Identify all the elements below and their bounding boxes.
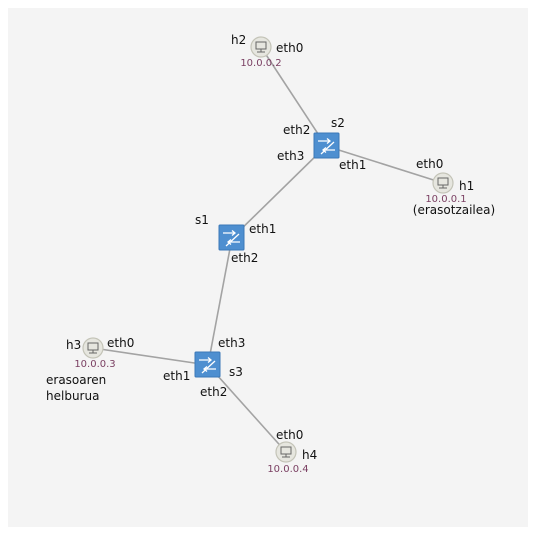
port-label: eth1 (163, 369, 190, 383)
port-label: eth0 (276, 428, 303, 442)
host-ip-h3: 10.0.0.3 (74, 359, 115, 370)
host-ip-h1: 10.0.0.1 (425, 194, 466, 205)
switch-icon (218, 224, 245, 251)
switch-s3[interactable] (194, 351, 221, 378)
port-label: eth2 (283, 123, 310, 137)
switch-s1[interactable] (218, 224, 245, 251)
switch-arrows-icon (223, 230, 240, 247)
switch-label-s3: s3 (229, 365, 243, 379)
link-s3-h4 (207, 364, 287, 453)
monitor-icon (255, 41, 267, 53)
monitor-icon (87, 342, 99, 354)
links (92, 46, 444, 453)
host-icon (275, 441, 297, 463)
topology-canvas (8, 8, 528, 527)
port-label: eth0 (416, 157, 443, 171)
switch-icon (194, 351, 221, 378)
host-icon (82, 337, 104, 359)
host-note-h3-line2: helburua (46, 389, 99, 403)
port-label: eth2 (231, 251, 258, 265)
link-h3-s3 (92, 347, 209, 366)
monitor-icon (280, 446, 292, 458)
host-label-h3: h3 (66, 338, 81, 352)
port-label: eth3 (218, 336, 245, 350)
host-note-h3-line1: erasoaren (46, 373, 106, 387)
link-s2-s1 (231, 145, 327, 239)
host-label-h2: h2 (231, 33, 246, 47)
host-icon (250, 36, 272, 58)
link-h2-s2 (260, 46, 327, 147)
switch-arrows-icon (199, 357, 216, 374)
monitor-icon (437, 177, 449, 189)
host-h3[interactable] (82, 337, 104, 359)
port-label: eth2 (200, 385, 227, 399)
switch-arrows-icon (318, 138, 335, 155)
switch-s2[interactable] (313, 132, 340, 159)
host-label-h4: h4 (302, 448, 317, 462)
port-label: eth1 (249, 222, 276, 236)
host-ip-h2: 10.0.0.2 (240, 58, 281, 69)
host-h1[interactable] (432, 172, 454, 194)
host-note-h1: (erasotzailea) (413, 203, 495, 217)
host-label-h1: h1 (459, 179, 474, 193)
host-ip-h4: 10.0.0.4 (267, 464, 308, 475)
port-label: eth3 (277, 149, 304, 163)
port-label: eth0 (107, 336, 134, 350)
link-s1-s3 (207, 237, 233, 366)
port-label: eth1 (339, 158, 366, 172)
port-label: eth0 (276, 41, 303, 55)
host-h4[interactable] (275, 441, 297, 463)
switch-label-s2: s2 (331, 116, 345, 130)
host-h2[interactable] (250, 36, 272, 58)
link-s2-h1 (325, 145, 444, 184)
switch-label-s1: s1 (195, 213, 209, 227)
host-icon (432, 172, 454, 194)
switch-icon (313, 132, 340, 159)
